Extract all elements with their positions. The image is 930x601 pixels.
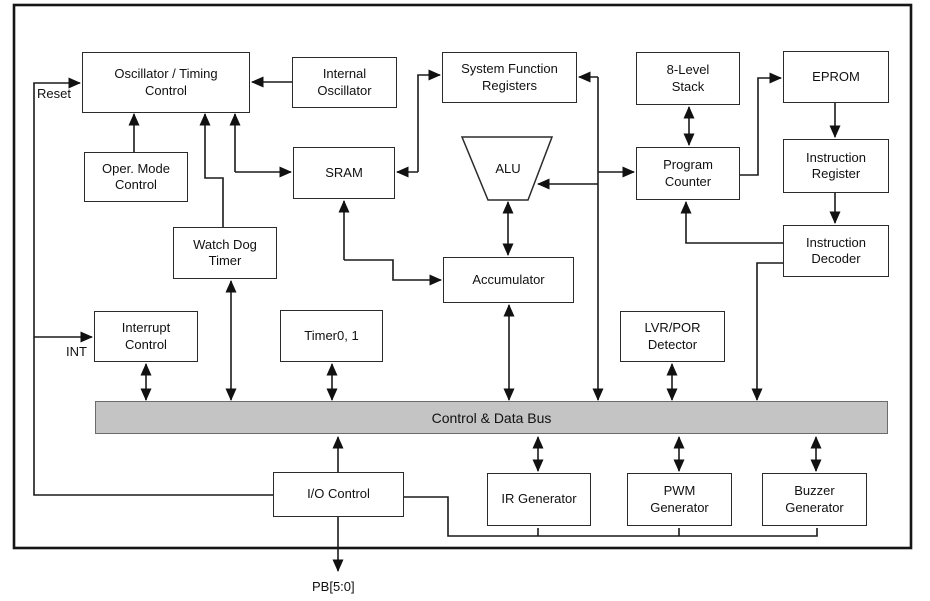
block-internal-oscillator: Internal Oscillator bbox=[292, 57, 397, 108]
block-timer0-1: Timer0, 1 bbox=[280, 310, 383, 362]
block-watch-dog-timer: Watch Dog Timer bbox=[173, 227, 277, 279]
block-eprom: EPROM bbox=[783, 51, 889, 103]
block-lvr-por-detector: LVR/POR Detector bbox=[620, 311, 725, 362]
block-sram: SRAM bbox=[293, 147, 395, 199]
diagram-border bbox=[12, 3, 913, 550]
block-ir-generator: IR Generator bbox=[487, 473, 591, 526]
block-io-control: I/O Control bbox=[273, 472, 404, 517]
reset-pin-label: Reset bbox=[37, 86, 71, 101]
pb-pin-label: PB[5:0] bbox=[312, 579, 355, 594]
block-buzzer-generator: Buzzer Generator bbox=[762, 473, 867, 526]
block-8-level-stack: 8-Level Stack bbox=[636, 52, 740, 105]
block-system-function-registers: System Function Registers bbox=[442, 52, 577, 103]
block-oper-mode-control: Oper. Mode Control bbox=[84, 152, 188, 202]
block-alu-label: ALU bbox=[495, 160, 521, 176]
block-pwm-generator: PWM Generator bbox=[627, 473, 732, 526]
block-oscillator-timing-control: Oscillator / Timing Control bbox=[82, 52, 250, 113]
int-pin-label: INT bbox=[66, 344, 87, 359]
block-accumulator: Accumulator bbox=[443, 257, 574, 303]
block-instruction-decoder: Instruction Decoder bbox=[783, 225, 889, 277]
control-data-bus: Control & Data Bus bbox=[95, 401, 888, 434]
connector-lines bbox=[33, 69, 841, 572]
alu-shape bbox=[460, 136, 554, 201]
block-interrupt-control: Interrupt Control bbox=[94, 311, 198, 362]
block-program-counter: Program Counter bbox=[636, 147, 740, 200]
block-instruction-register: Instruction Register bbox=[783, 139, 889, 193]
